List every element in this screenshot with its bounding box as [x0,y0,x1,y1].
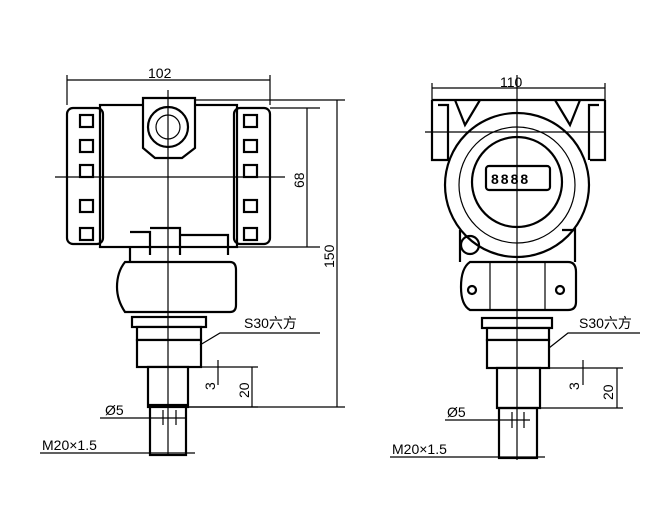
front-dimension-lines [390,75,640,460]
front-view: 8888 110 S30六方 20 3 Ø5 M20×1.5 [390,74,640,460]
front-relief-dim: 3 [566,382,582,390]
front-thread-len-dim: 20 [600,384,616,400]
side-housing [65,96,272,457]
side-view: 102 68 150 S30六方 20 3 Ø5 M20×1.5 [40,65,345,457]
side-thread-len-dim: 20 [236,382,252,398]
side-dimension-lines [40,75,345,455]
side-relief-dim: 3 [202,382,218,390]
front-thread-label: M20×1.5 [392,441,447,457]
lcd-display [484,164,552,192]
side-height-dim: 68 [291,172,307,188]
ground-screw [459,234,481,256]
side-hex-label: S30六方 [244,315,297,331]
front-bore-dim: Ø5 [447,404,466,420]
lcd-digits: 8888 [491,171,530,187]
side-width-dim: 102 [148,65,172,81]
side-total-dim: 150 [321,244,337,268]
front-width-dim: 110 [500,74,523,90]
side-thread-label: M20×1.5 [42,437,97,453]
side-bore-dim: Ø5 [105,402,124,418]
front-hex-label: S30六方 [579,315,632,331]
